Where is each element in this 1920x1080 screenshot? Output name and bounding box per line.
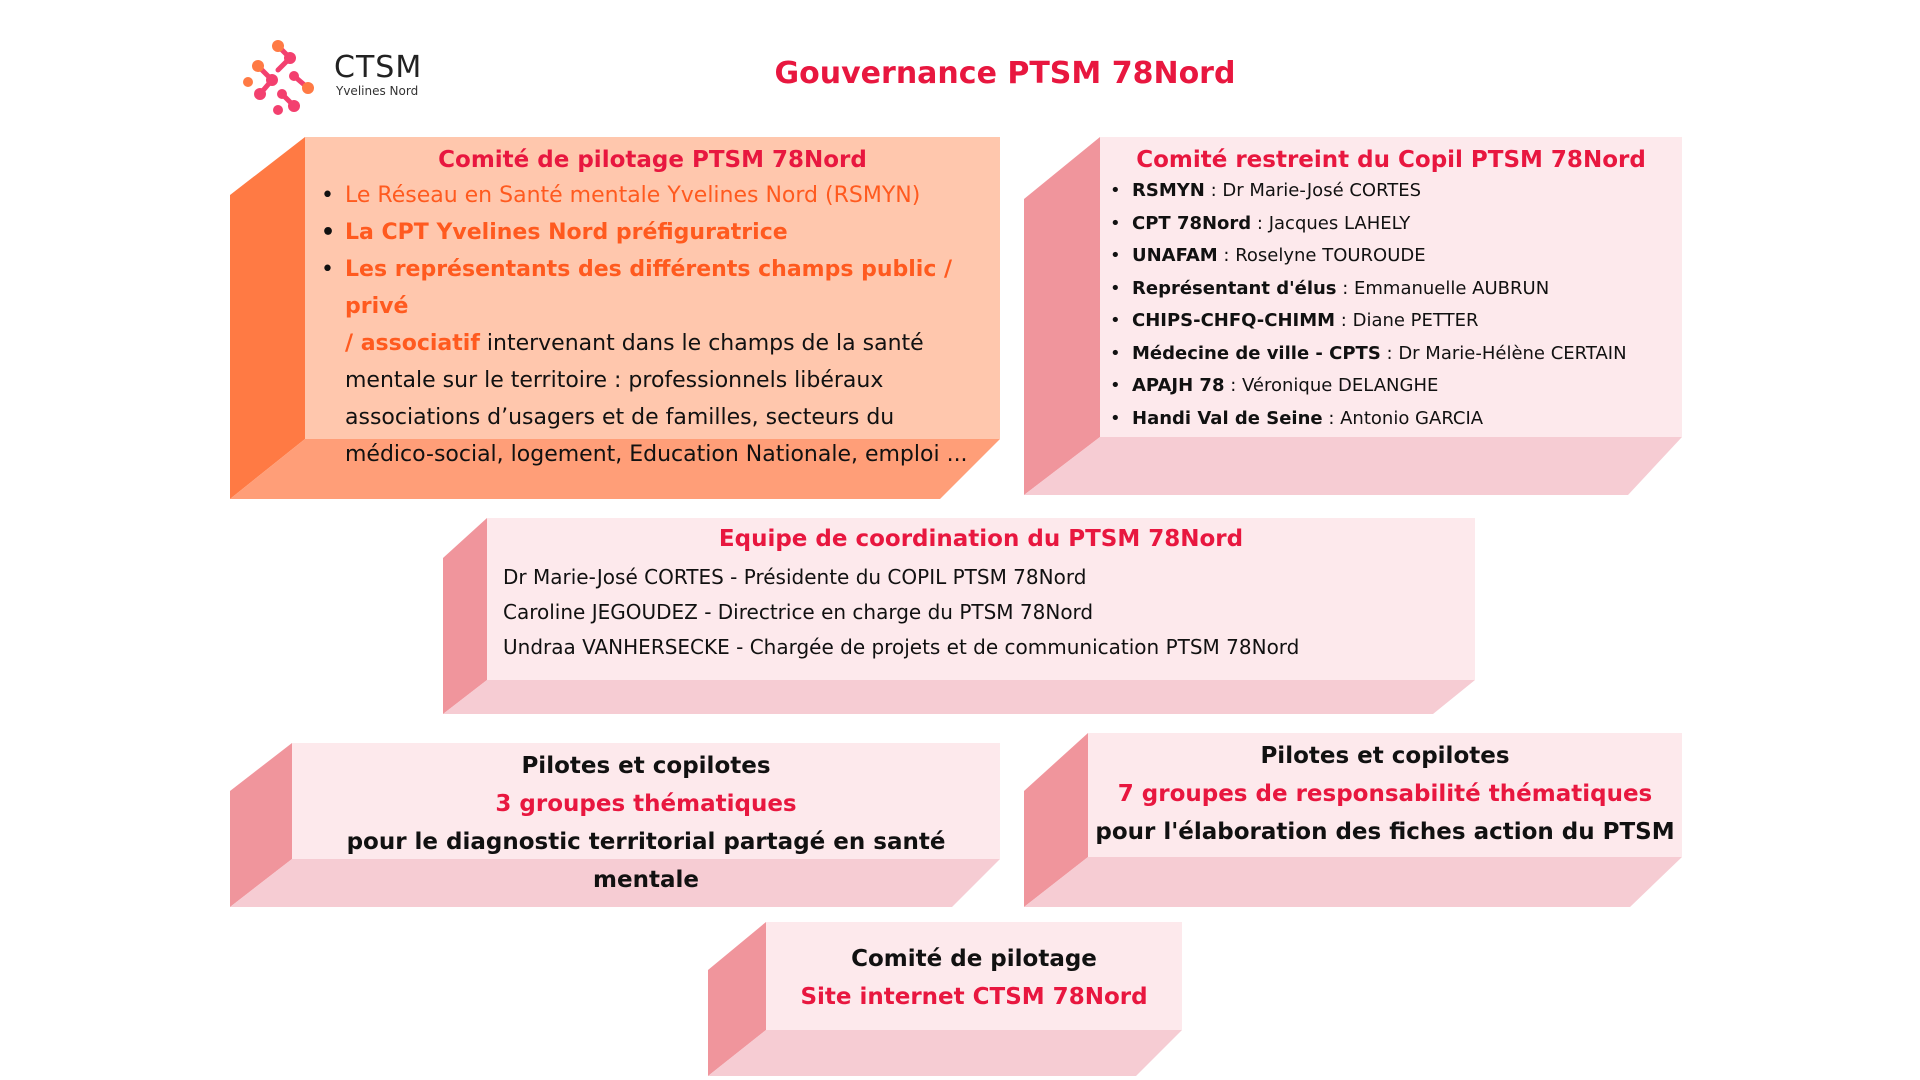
equipe-coordination-3d-shape	[443, 518, 1475, 714]
member-person: : Dr Marie-Hélène CERTAIN	[1380, 342, 1627, 364]
logo: CTSM Yvelines Nord	[238, 36, 438, 118]
bullet-icon: •	[1110, 180, 1121, 201]
member-person: : Emmanuelle AUBRUN	[1336, 277, 1550, 299]
list-item-text: mentale sur le territoire : professionne…	[345, 368, 884, 393]
member-org: Représentant d'élus	[1132, 277, 1337, 299]
list-item-highlight: Les représentants des différents champs …	[345, 257, 953, 319]
comite-site-block: Comité de pilotage Site internet CTSM 78…	[708, 922, 1182, 1076]
member-person: : Antonio GARCIA	[1322, 407, 1484, 429]
ctsm-logo-icon	[243, 40, 314, 115]
member-org: Handi Val de Seine	[1132, 407, 1323, 429]
equipe-coordination-block: Equipe de coordination du PTSM 78Nord Dr…	[443, 518, 1475, 714]
pilotes-fiches-sub: pour l'élaboration des fiches action du …	[1095, 819, 1675, 845]
bullet-icon: •	[1110, 277, 1121, 299]
member-person: : Jacques LAHELY	[1251, 212, 1411, 234]
comite-pilotage-block: Comité de pilotage PTSM 78Nord • Le Rése…	[230, 137, 1000, 499]
list-item: • La CPT Yvelines Nord préfiguratrice	[321, 220, 788, 245]
member-org: CHIPS-CHFQ-CHIMM	[1132, 310, 1336, 331]
pilotes-diagnostic-sub: pour le diagnostic territorial partagé e…	[346, 829, 946, 893]
member-item: • RSMYN : Dr Marie-José CORTES	[1110, 175, 1672, 208]
pilotes-diagnostic-highlight: 3 groupes thématiques	[495, 791, 797, 817]
member-org: UNAFAM	[1132, 245, 1218, 266]
logo-subtitle: Yvelines Nord	[336, 84, 419, 98]
pilotes-fiches-highlight: 7 groupes de responsabilité thématiques	[1117, 781, 1653, 807]
comite-restreint-title: Comité restreint du Copil PTSM 78Nord	[1136, 147, 1646, 173]
equipe-line: Caroline JEGOUDEZ - Directrice en charge…	[503, 600, 1094, 624]
member-person: : Véronique DELANGHE	[1224, 375, 1439, 396]
member-org: RSMYN	[1132, 180, 1205, 201]
pilotes-fiches-block: Pilotes et copilotes 7 groupes de respon…	[1024, 733, 1682, 907]
comite-site-highlight: Site internet CTSM 78Nord	[800, 984, 1148, 1010]
bullet-icon: •	[1110, 407, 1121, 429]
member-person: : Diane PETTER	[1335, 310, 1479, 331]
bullet-icon: •	[1110, 375, 1121, 396]
list-item-text: intervenant dans le champs de la santé	[479, 331, 924, 356]
member-item: • APAJH 78 : Véronique DELANGHE	[1110, 370, 1672, 403]
list-item-highlight: / associatif	[345, 331, 480, 356]
member-item: • UNAFAM : Roselyne TOUROUDE	[1110, 240, 1672, 273]
member-item: • Représentant d'élus : Emmanuelle AUBRUN	[1110, 273, 1672, 306]
comite-restreint-list: • RSMYN : Dr Marie-José CORTES • CPT 78Nord…	[1110, 175, 1672, 436]
pilotes-diagnostic-3d-shape	[230, 743, 1000, 907]
bullet-icon: •	[1110, 342, 1121, 364]
member-org: APAJH 78	[1132, 375, 1225, 396]
member-item: • Handi Val de Seine : Antonio GARCIA	[1110, 403, 1672, 436]
member-item: • CHIPS-CHFQ-CHIMM : Diane PETTER	[1110, 305, 1672, 338]
pilotes-diagnostic-block: Pilotes et copilotes 3 groupes thématiqu…	[230, 743, 1000, 907]
member-person: : Dr Marie-José CORTES	[1204, 180, 1422, 201]
page-title: Gouvernance PTSM 78Nord	[774, 56, 1236, 91]
comite-pilotage-title: Comité de pilotage PTSM 78Nord	[438, 147, 867, 173]
bullet-icon: •	[1110, 212, 1121, 234]
equipe-line: Dr Marie-José CORTES - Présidente du COP…	[503, 565, 1087, 589]
pilotes-fiches-3d-shape	[1024, 733, 1682, 907]
list-item-text: associations d’usagers et de familles, s…	[345, 405, 895, 430]
comite-restreint-block: Comité restreint du Copil PTSM 78Nord • R…	[1024, 137, 1682, 495]
pilotes-fiches-heading: Pilotes et copilotes	[1260, 743, 1510, 769]
logo-name: CTSM	[334, 50, 423, 85]
member-item: • Médecine de ville - CPTS : Dr Marie-Hél…	[1110, 338, 1672, 371]
member-org: Médecine de ville - CPTS	[1132, 342, 1381, 364]
pilotes-diagnostic-heading: Pilotes et copilotes	[521, 753, 771, 779]
list-item-text: La CPT Yvelines Nord préfiguratrice	[345, 220, 788, 245]
bullet-icon: •	[1110, 310, 1121, 331]
list-item: • Le Réseau en Santé mentale Yvelines No…	[321, 183, 921, 208]
list-item-text: Le Réseau en Santé mentale Yvelines Nord…	[345, 183, 921, 208]
list-item: • Les représentants des différents champ…	[321, 257, 968, 467]
equipe-title: Equipe de coordination du PTSM 78Nord	[718, 526, 1244, 552]
comite-site-heading: Comité de pilotage	[851, 946, 1097, 972]
comite-pilotage-3d-shape	[230, 137, 1000, 499]
member-item: • CPT 78Nord : Jacques LAHELY	[1110, 208, 1672, 241]
member-person: : Roselyne TOUROUDE	[1217, 245, 1426, 266]
member-org: CPT 78Nord	[1132, 212, 1252, 234]
comite-site-3d-shape	[708, 922, 1182, 1076]
bullet-icon: •	[1110, 245, 1121, 266]
comite-restreint-3d-shape	[1024, 137, 1682, 495]
equipe-line: Undraa VANHERSECKE - Chargée de projets …	[503, 635, 1300, 659]
list-item-text: médico-social, logement, Education Natio…	[345, 442, 968, 467]
